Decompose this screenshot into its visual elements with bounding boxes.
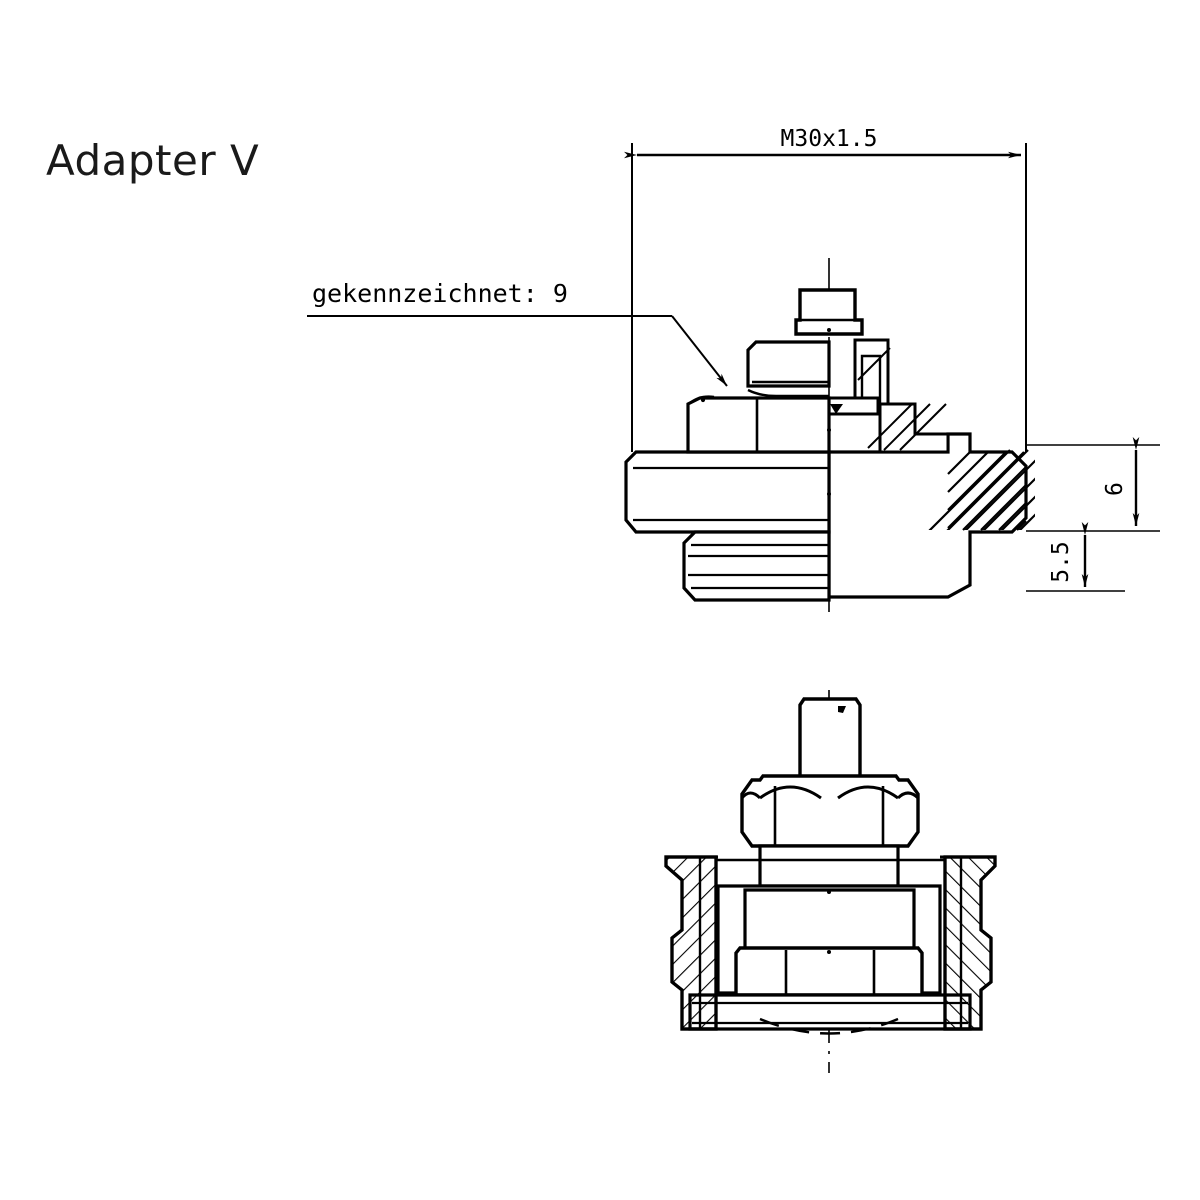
dimension-label-5p5: 5.5 (1048, 541, 1074, 583)
upper-sectional-view (624, 258, 1035, 612)
hex-chamfer-arc-right (837, 785, 899, 800)
hex-chamfer-arc-far-right (896, 791, 920, 800)
leader-line (671, 315, 728, 387)
mid-collar-underarc (747, 388, 829, 398)
drawing-title: Adapter V (46, 136, 259, 185)
hidden-arc-bottom (759, 1017, 899, 1035)
hex-chamfer-arc-far-left (740, 791, 762, 800)
hex-chamfer-arc-left (759, 785, 822, 800)
axis-dot-lower-1 (827, 890, 831, 894)
hex-nut-chamfer-arc (689, 395, 715, 404)
mid-step-block (743, 888, 916, 955)
stem-upper (794, 288, 864, 336)
hex-nut-left-upper (686, 396, 831, 454)
lower-hex-ring (734, 946, 924, 997)
thread-lines (688, 543, 829, 590)
axis-dot-1 (827, 328, 831, 332)
stem-lower (798, 697, 862, 782)
seal-marker (830, 404, 843, 414)
axis-dot-2 (827, 428, 831, 432)
section-hatch-upper (899, 449, 1035, 530)
mid-collar-left (746, 340, 831, 388)
note-gekennzeichnet: gekennzeichnet: 9 (307, 279, 728, 387)
right-flank-sectioned (943, 855, 997, 1031)
right-boss-inner (860, 354, 882, 406)
section-hatch-flange (947, 451, 1027, 531)
shoulder-hatch (867, 403, 947, 451)
right-boss-hatch (857, 347, 891, 381)
note-label: gekennzeichnet: 9 (312, 279, 568, 308)
axis-dot-3 (827, 492, 831, 496)
dimension-label-6: 6 (1102, 482, 1128, 496)
body-right-half-outline (827, 432, 1028, 599)
dimension-width-m30: M30x1.5 (624, 126, 1027, 452)
hex-nut-corner-dot (700, 397, 706, 403)
stem-notch-marker (838, 706, 846, 713)
dimension-height-5p5: 5.5 (1026, 522, 1125, 592)
left-flank-outline (664, 855, 718, 1031)
dimension-height-6: 6 (1026, 437, 1160, 532)
lower-front-view (664, 690, 997, 1073)
right-flank-outline (943, 855, 997, 1031)
axis-dot-lower-2 (827, 950, 831, 954)
thread-shank-outline (682, 530, 831, 602)
hex-nut-lower (740, 774, 920, 848)
shoulder-right-step (878, 402, 950, 454)
dimension-label-m30: M30x1.5 (781, 126, 878, 152)
collar-under-hex (758, 844, 900, 888)
